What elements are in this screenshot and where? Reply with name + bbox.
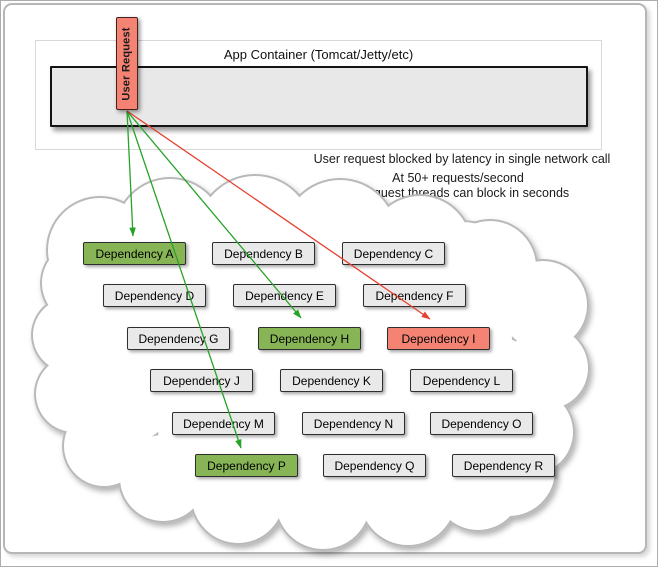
dependency-box-k: Dependency K — [280, 369, 383, 392]
dependency-box-i: Dependency I — [387, 327, 490, 350]
dependency-box-g: Dependency G — [127, 327, 230, 350]
dependency-box-a: Dependency A — [83, 242, 186, 265]
app-container-title: App Container (Tomcat/Jetty/etc) — [223, 47, 414, 62]
dependency-box-e: Dependency E — [233, 284, 336, 307]
dependency-box-f: Dependency F — [363, 284, 466, 307]
dependency-box-d: Dependency D — [103, 284, 206, 307]
dependency-box-n: Dependency N — [302, 412, 405, 435]
user-request-label: User Request — [121, 26, 134, 101]
dependency-box-l: Dependency L — [410, 369, 513, 392]
user-request-box: User Request — [116, 17, 138, 110]
dependency-box-o: Dependency O — [430, 412, 533, 435]
dependency-box-r: Dependency R — [452, 454, 555, 477]
dependency-box-c: Dependency C — [342, 242, 445, 265]
dependency-box-h: Dependency H — [258, 327, 361, 350]
dependency-box-m: Dependency M — [172, 412, 275, 435]
dependency-box-q: Dependency Q — [323, 454, 426, 477]
dependency-box-p: Dependency P — [195, 454, 298, 477]
dependency-box-b: Dependency B — [212, 242, 315, 265]
dependency-box-j: Dependency J — [150, 369, 253, 392]
